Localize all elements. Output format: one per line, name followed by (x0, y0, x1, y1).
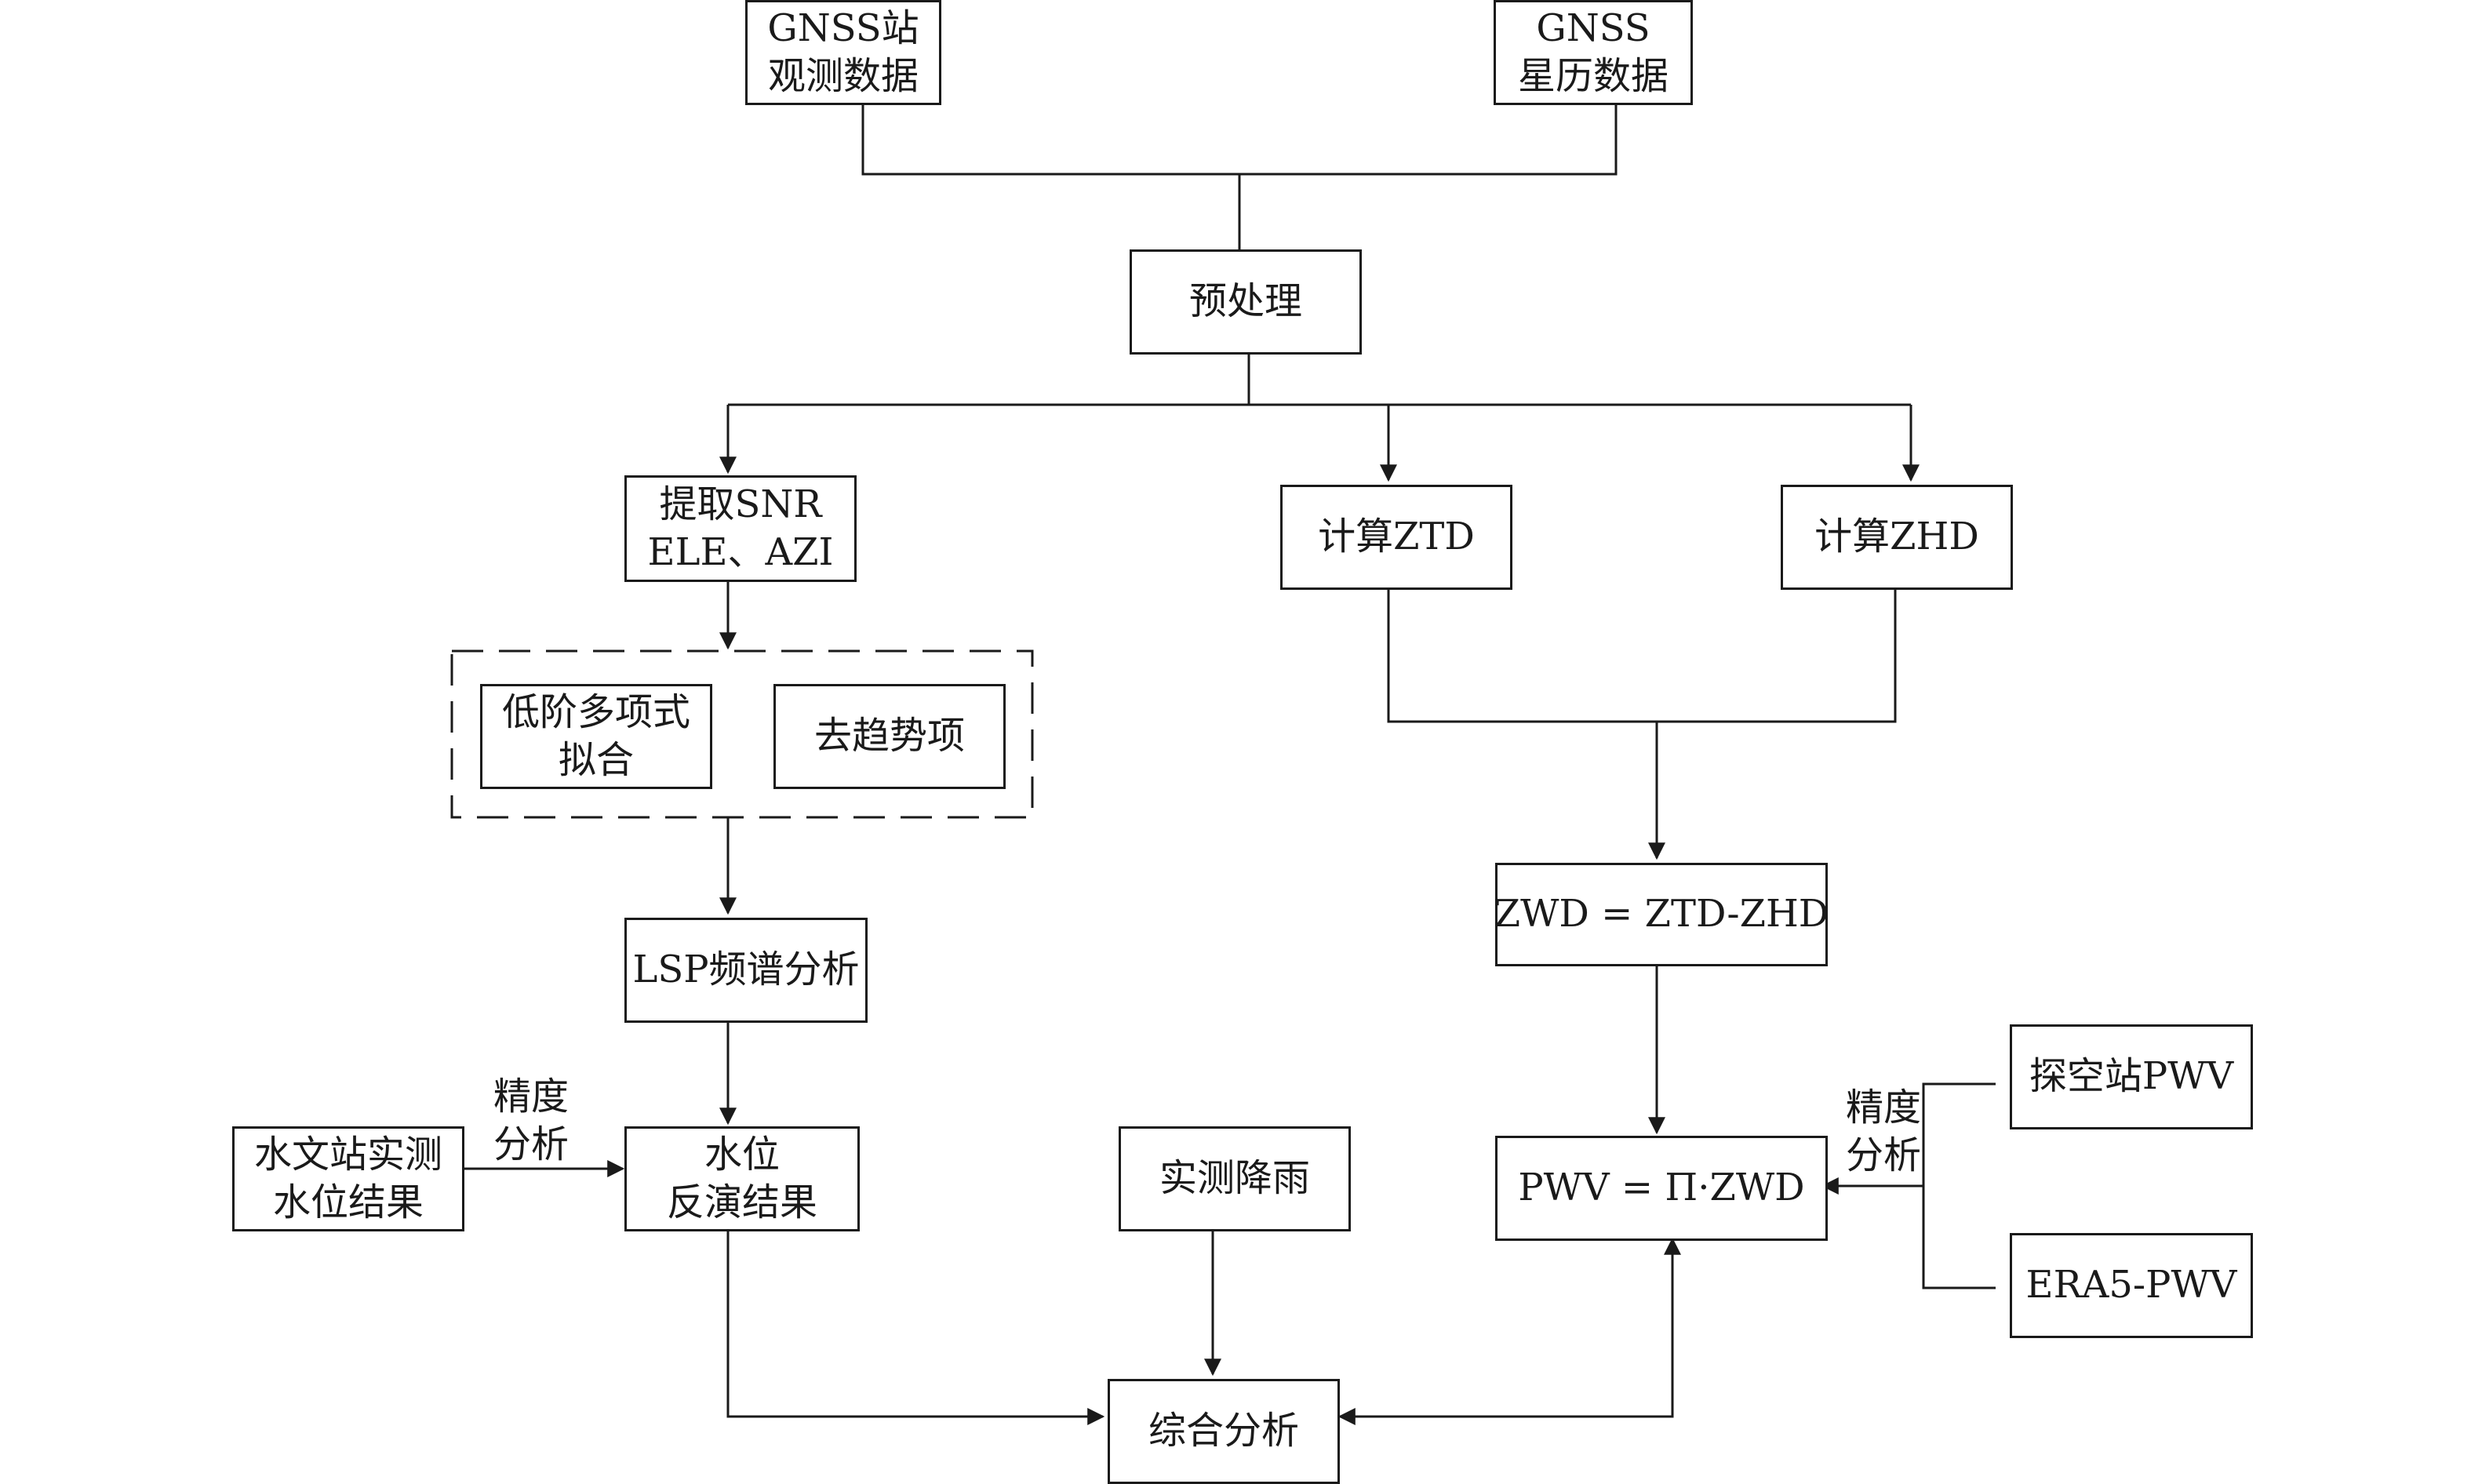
edge-label-line-2: 分析 (1845, 1133, 1921, 1178)
arrow-pwv-synthesis-bidirectional (1337, 1237, 1681, 1425)
node-label-line-2: 水位结果 (272, 1180, 424, 1224)
node-radiosonde-pwv: 探空站PWV (2010, 1024, 2253, 1129)
node-label-line-1: LSP频谱分析 (632, 948, 860, 992)
edge-label-line-1: 精度 (493, 1075, 569, 1118)
node-label-line-2: 星历数据 (1517, 54, 1669, 98)
node-label-line-1: 预处理 (1188, 279, 1302, 324)
node-gnss-observation-data: GNSS站 观测数据 (745, 0, 941, 105)
edge-label-accuracy-analysis-left: 精度 分析 (480, 1073, 582, 1169)
node-lsp-spectrum-analysis: LSP频谱分析 (624, 918, 868, 1023)
node-label-line-1: GNSS (1536, 5, 1650, 50)
node-era5-pwv: ERA5-PWV (2010, 1233, 2253, 1338)
node-label-line-1: ERA5-PWV (2025, 1263, 2237, 1308)
node-measured-rainfall: 实测降雨 (1119, 1126, 1351, 1231)
node-remove-trend: 去趋势项 (773, 684, 1006, 789)
node-label-line-1: 水文站实测 (253, 1132, 442, 1177)
node-label-line-1: 提取SNR (659, 482, 822, 526)
node-label-line-2: 观测数据 (767, 54, 919, 98)
node-label-line-1: ZWD = ZTD-ZHD (1494, 892, 1829, 937)
node-label-line-1: 水位 (704, 1132, 780, 1177)
connector-gnss-eph (1239, 105, 1618, 176)
connector-ztd-down (1387, 590, 1897, 723)
node-hydrological-station-water-level: 水文站实测 水位结果 (232, 1126, 464, 1231)
detrend-group-frame (450, 649, 1034, 819)
node-calculate-zhd: 计算ZHD (1781, 485, 2013, 590)
node-label-line-1: 计算ZTD (1318, 515, 1475, 559)
node-extract-snr: 提取SNR ELE、AZI (624, 475, 857, 582)
node-calculate-ztd: 计算ZTD (1280, 485, 1512, 590)
arrow-water-level-to-synthesis (726, 1230, 1105, 1425)
edge-label-line-1: 精度 (1845, 1086, 1921, 1129)
node-zwd-formula: ZWD = ZTD-ZHD (1494, 863, 1829, 966)
node-label-line-2: 拟合 (558, 738, 634, 782)
edge-label-accuracy-analysis-right: 精度 分析 (1832, 1084, 1934, 1180)
node-label-line-1: 低阶多项式 (501, 689, 690, 734)
node-label-line-1: PWV = Π·ZWD (1518, 1166, 1805, 1210)
node-label-line-1: 综合分析 (1148, 1409, 1299, 1453)
node-comprehensive-analysis: 综合分析 (1108, 1379, 1340, 1484)
node-gnss-ephemeris-data: GNSS 星历数据 (1494, 0, 1693, 105)
edge-label-line-2: 分析 (493, 1122, 569, 1167)
node-label-line-1: 计算ZHD (1814, 515, 1979, 559)
node-label-line-1: 探空站PWV (2029, 1054, 2234, 1099)
node-label-line-2: 反演结果 (666, 1180, 817, 1224)
node-pwv-formula: PWV = Π·ZWD (1495, 1136, 1828, 1241)
node-label-line-1: 去趋势项 (813, 714, 965, 758)
node-label-line-2: ELE、AZI (647, 530, 834, 574)
node-label-line-1: GNSS站 (767, 5, 919, 50)
connector-gnss-obs (861, 105, 1239, 176)
node-label-line-1: 实测降雨 (1159, 1156, 1310, 1201)
node-low-order-polynomial-fit: 低阶多项式 拟合 (480, 684, 712, 789)
node-water-level-inversion-result: 水位 反演结果 (624, 1126, 860, 1231)
node-preprocessing: 预处理 (1130, 249, 1362, 355)
